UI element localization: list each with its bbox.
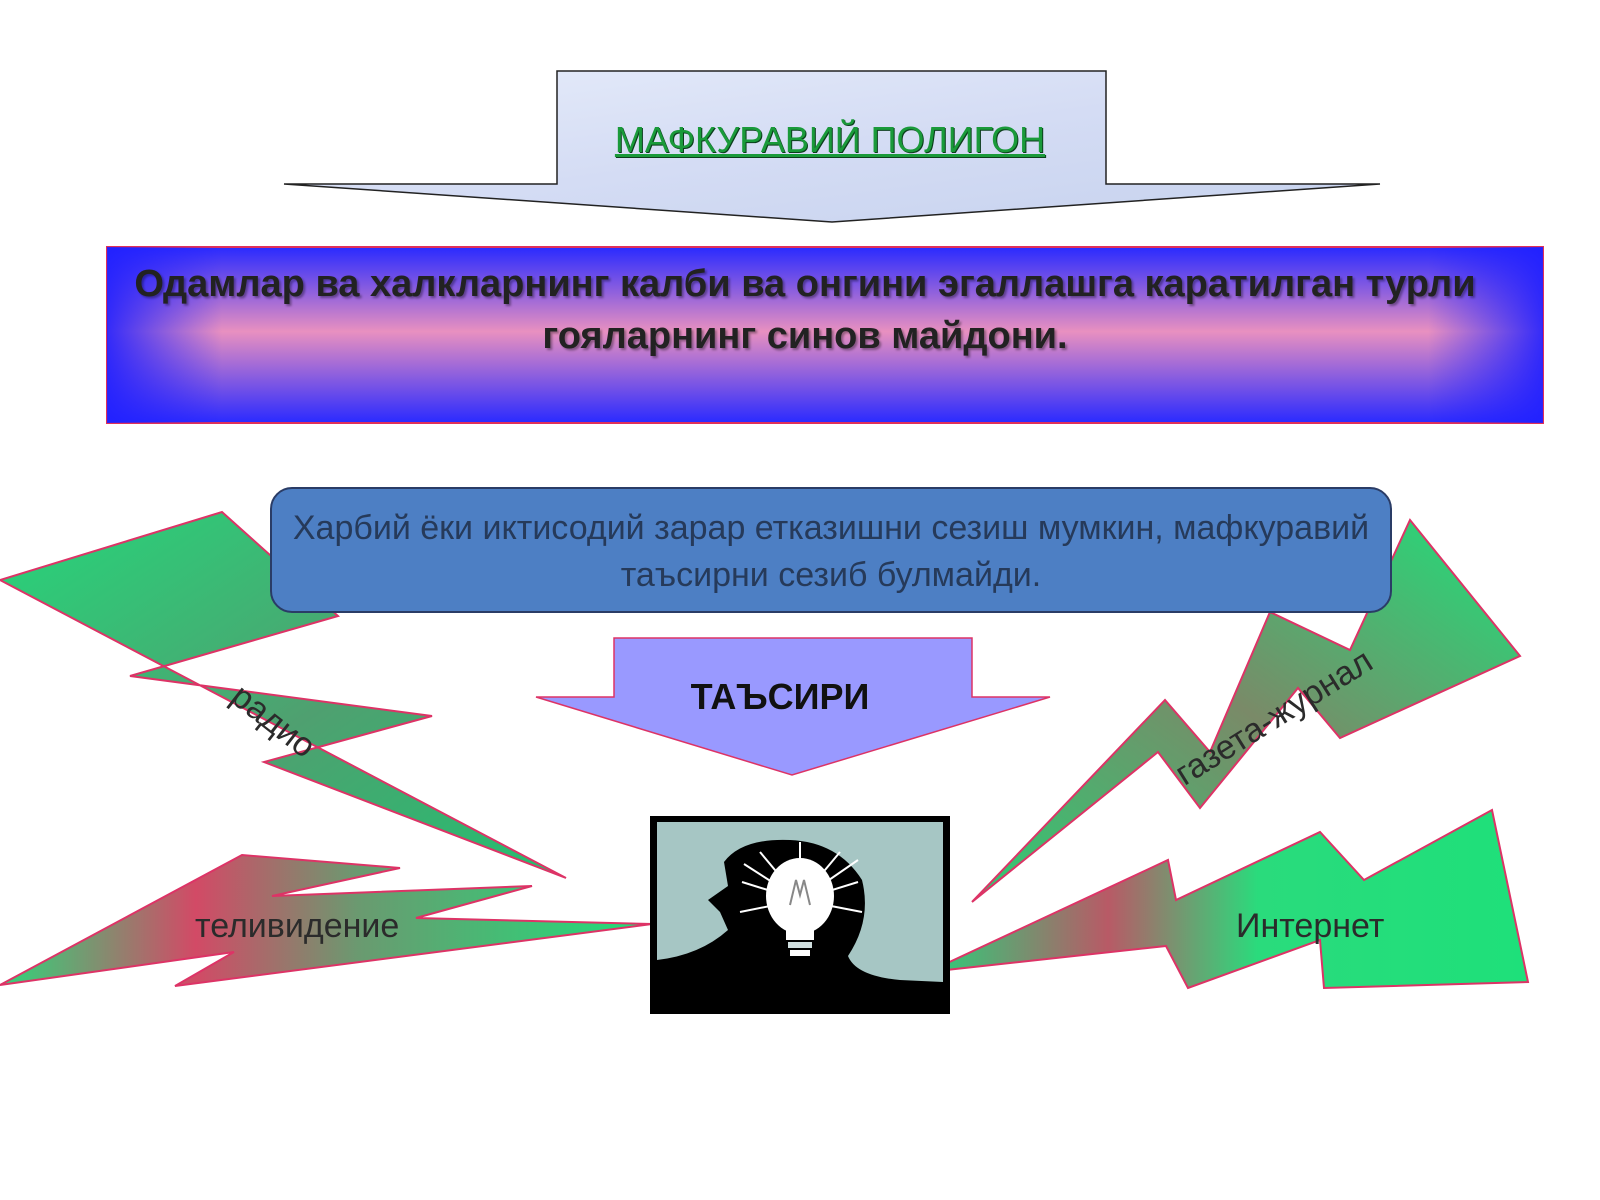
effect-arrow (535, 637, 1051, 776)
tv-label: теливидение (195, 907, 400, 945)
title-arrow (283, 70, 1381, 223)
radio-bolt (0, 510, 567, 879)
definition-text: Одамлар ва халкларнинг калби ва онгини э… (134, 263, 1476, 357)
definition-box (106, 246, 1544, 424)
page-title[interactable]: МАФКУРАВИЙ ПОЛИГОН (614, 119, 1046, 160)
tv-bolt (0, 853, 653, 987)
head-lightbulb-icon (650, 816, 950, 1014)
effect-label: ТАЪСИРИ (690, 676, 870, 717)
internet-bolt (927, 808, 1530, 990)
note-text: Харбий ёки иктисодий зарар етказишни сез… (292, 509, 1370, 594)
press-bolt (971, 518, 1522, 903)
note-box (270, 487, 1392, 613)
internet-label: Интернет (1236, 907, 1385, 945)
